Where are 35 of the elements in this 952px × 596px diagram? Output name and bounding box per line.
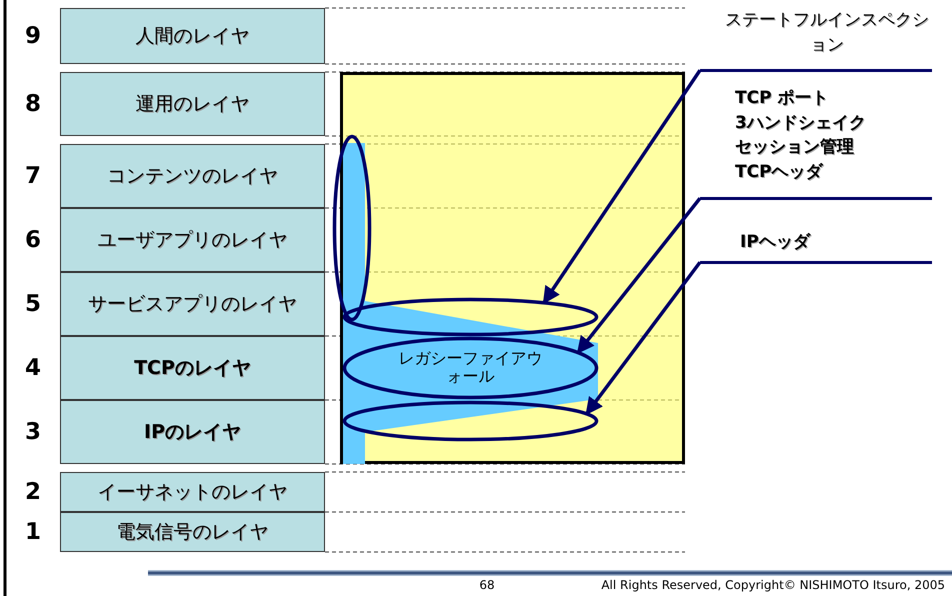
ellipse-label: レガシーファイアウォール (398, 350, 544, 386)
layer-label: 運用のレイヤ (136, 92, 250, 117)
layer-label: コンテンツのレイヤ (107, 164, 278, 189)
layer-number: 7 (24, 163, 42, 189)
ellipse-outline (343, 298, 598, 336)
layer-label: TCPのレイヤ (134, 356, 251, 381)
layer-number: 3 (24, 419, 42, 445)
leader-arrow (576, 197, 702, 354)
annotation-text: ステートフルインスペクション (724, 9, 930, 57)
annotation-text: セッション管理 (735, 136, 855, 160)
layer-number: 1 (24, 519, 42, 545)
leader-arrow (542, 69, 702, 304)
layer-label: IPのレイヤ (144, 420, 241, 445)
layer-number: 2 (24, 479, 42, 505)
layer-number: 6 (24, 227, 42, 253)
page-number: 68 (478, 578, 496, 592)
annotation-text: TCP ポート (735, 87, 830, 110)
layer-label: サービスアプリのレイヤ (88, 292, 297, 317)
annotation-text: TCPヘッダ (735, 160, 824, 184)
ellipse-outline (343, 337, 598, 399)
annotation-text: IPヘッダ (740, 231, 812, 254)
layer-number: 5 (24, 291, 42, 317)
annotation-text: 3ハンドシェイク (735, 112, 867, 135)
layer-number: 4 (24, 355, 42, 381)
layer-label: 電気信号のレイヤ (116, 520, 268, 545)
firewall-scope-box (340, 72, 685, 464)
layer-number: 8 (24, 91, 42, 117)
layer-label: イーサネットのレイヤ (98, 480, 288, 505)
ellipse-outline (343, 401, 598, 441)
layer-number: 9 (24, 23, 42, 49)
leader-arrow (585, 261, 702, 416)
layer-label: 人間のレイヤ (136, 24, 250, 49)
ellipse-outline (333, 135, 371, 321)
copyright-note: All Rights Reserved, Copyright© NISHIMOTO Itsuro, 2005 (600, 578, 945, 592)
layer-label: ユーザアプリのレイヤ (98, 228, 288, 253)
